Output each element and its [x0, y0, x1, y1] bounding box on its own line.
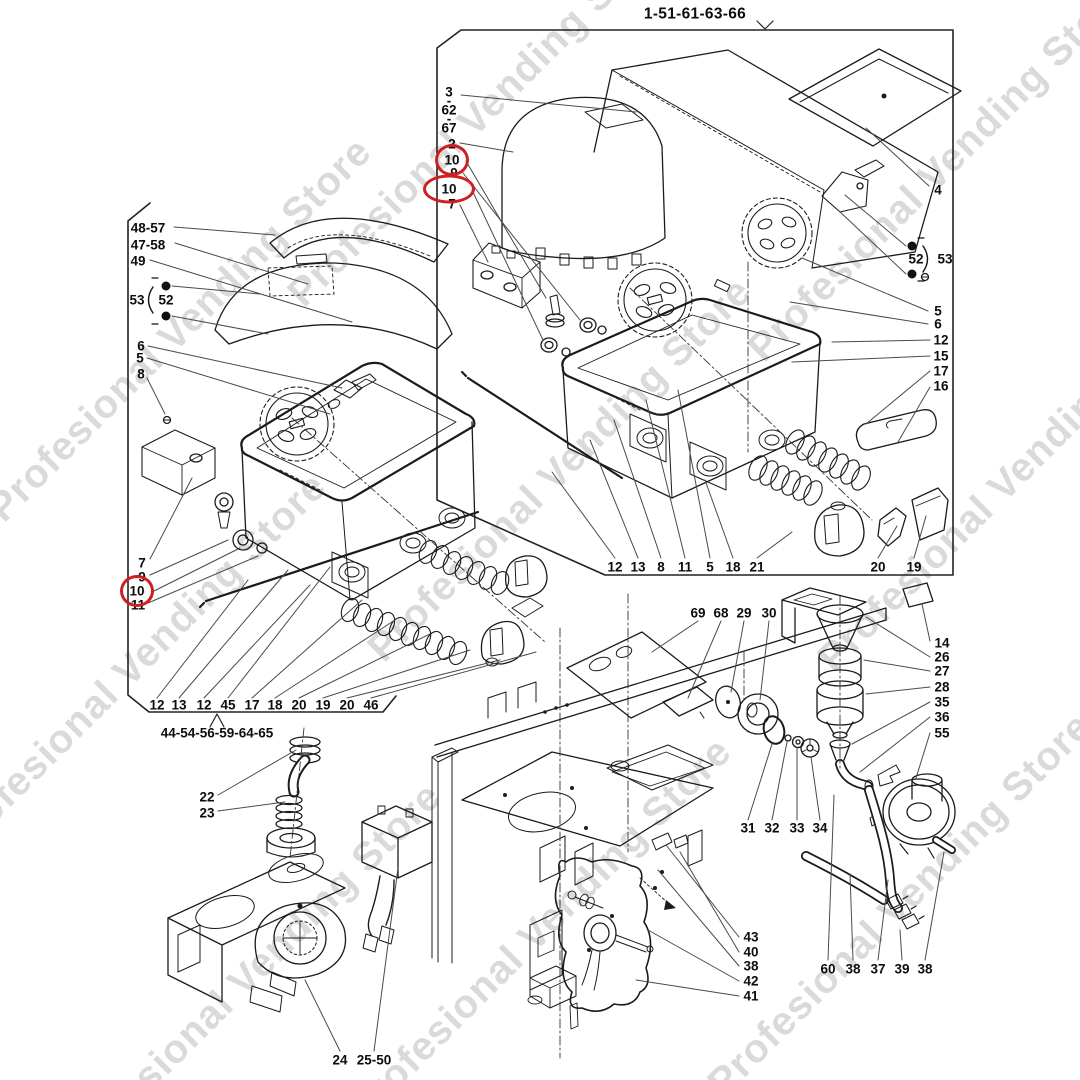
part-label--: - [446, 93, 452, 109]
assembly-axis-lines [289, 261, 873, 1059]
part-label-20: 20 [870, 559, 886, 575]
part-label-12: 12 [196, 697, 212, 713]
part-label-17: 17 [244, 697, 260, 713]
part-label-13: 13 [630, 559, 646, 575]
part-label-28: 28 [934, 679, 950, 695]
highlight-ring [120, 575, 154, 607]
part-label-6: 6 [137, 338, 145, 354]
leader-lines [146, 94, 945, 1052]
part-label-11: 11 [677, 559, 693, 575]
part-label-38: 38 [743, 958, 759, 974]
part-label-12: 12 [933, 332, 949, 348]
right-canister-group [460, 197, 949, 608]
part-label-26: 26 [934, 649, 950, 665]
part-label-36: 36 [934, 709, 950, 725]
part-label-5: 5 [934, 303, 942, 319]
part-label-45: 45 [220, 697, 236, 713]
part-label-20: 20 [291, 697, 307, 713]
part-label-3: 3 [445, 84, 453, 100]
part-label-33: 33 [789, 820, 805, 836]
part-label-38: 38 [917, 961, 933, 977]
part-label-34: 34 [812, 820, 828, 836]
part-label-49: 49 [130, 253, 146, 269]
part-label-67: 67 [441, 120, 457, 136]
part-label-12: 12 [607, 559, 623, 575]
part-label-18: 18 [267, 697, 283, 713]
part-label-44-54-56-59-64-65: 44-54-56-59-64-65 [160, 725, 274, 741]
part-label-20: 20 [339, 697, 355, 713]
part-label-32: 32 [764, 820, 780, 836]
part-label-60: 60 [820, 961, 836, 977]
part-label-31: 31 [740, 820, 756, 836]
cabinet-group [431, 607, 887, 1030]
part-label-25-50: 25-50 [356, 1052, 392, 1068]
part-label-52: 52 [908, 251, 924, 267]
part-label-5: 5 [706, 559, 714, 575]
part-label-24: 24 [332, 1052, 348, 1068]
part-label-12: 12 [149, 697, 165, 713]
part-label-29: 29 [736, 605, 752, 621]
part-label-30: 30 [761, 605, 777, 621]
part-label-4: 4 [934, 182, 942, 198]
diagram-group-title: 1-51-61-63-66 [643, 5, 747, 23]
part-label-8: 8 [657, 559, 665, 575]
part-label-15: 15 [933, 348, 949, 364]
part-label-46: 46 [363, 697, 379, 713]
part-label-43: 43 [743, 929, 759, 945]
part-label-7: 7 [448, 196, 456, 212]
part-label-8: 8 [137, 366, 145, 382]
fan-motor-group [167, 736, 433, 1013]
part-label-16: 16 [933, 378, 949, 394]
part-label-35: 35 [934, 694, 950, 710]
part-label-69: 69 [690, 605, 706, 621]
part-label-5: 5 [136, 350, 144, 366]
part-label-41: 41 [743, 988, 759, 1004]
part-label-53: 53 [937, 251, 953, 267]
left-canister-group [141, 217, 548, 668]
part-label-37: 37 [870, 961, 886, 977]
part-label-48-57: 48-57 [130, 220, 166, 236]
part-label-17: 17 [933, 363, 949, 379]
highlight-ring [435, 144, 469, 176]
part-label-2: 2 [448, 136, 456, 152]
part-label-42: 42 [743, 973, 759, 989]
part-label-19: 19 [906, 559, 922, 575]
part-label-27: 27 [934, 663, 950, 679]
part-label-38: 38 [845, 961, 861, 977]
funnel-pump-group [715, 587, 956, 930]
part-label-13: 13 [171, 697, 187, 713]
group-border-boxes [127, 20, 954, 728]
part-label-7: 7 [138, 555, 146, 571]
part-label-18: 18 [725, 559, 741, 575]
part-label-47-58: 47-58 [130, 237, 166, 253]
part-label-53: 53 [129, 292, 145, 308]
part-label-21: 21 [749, 559, 765, 575]
part-label-68: 68 [713, 605, 729, 621]
part-label-14: 14 [934, 635, 950, 651]
highlight-ring [423, 174, 475, 204]
part-label-62: 62 [441, 102, 457, 118]
part-label-23: 23 [199, 805, 215, 821]
part-label-6: 6 [934, 316, 942, 332]
part-label--: - [446, 111, 452, 127]
part-label-55: 55 [934, 725, 950, 741]
part-label-52: 52 [158, 292, 174, 308]
part-label-22: 22 [199, 789, 215, 805]
top-cover-group [501, 48, 962, 282]
part-label-40: 40 [743, 944, 759, 960]
part-label-19: 19 [315, 697, 331, 713]
part-label-39: 39 [894, 961, 910, 977]
